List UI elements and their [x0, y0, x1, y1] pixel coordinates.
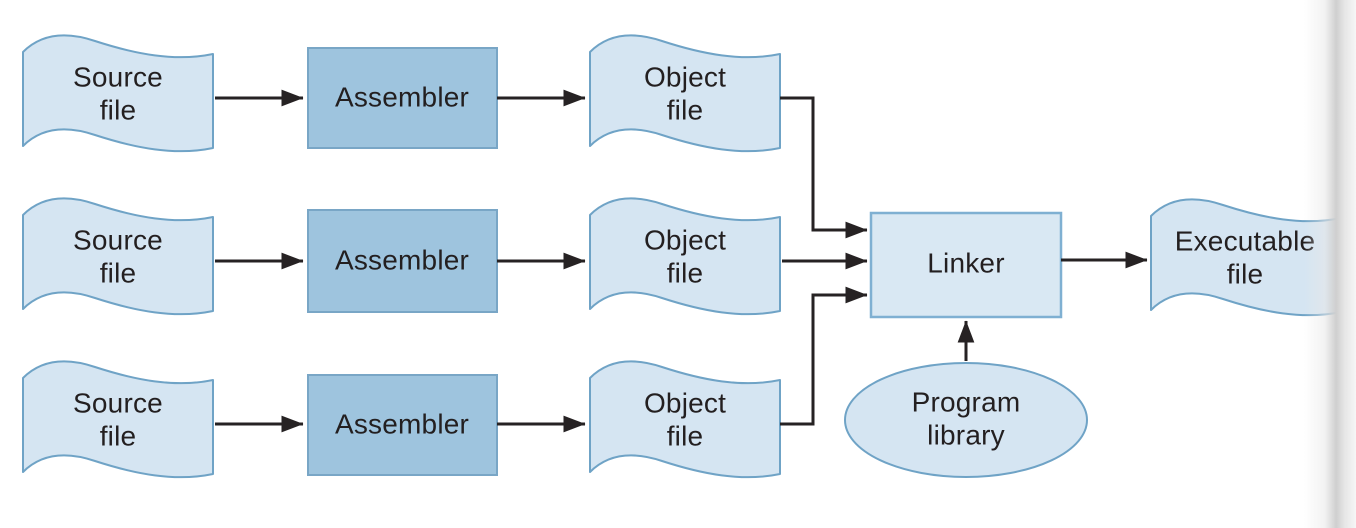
- assembler-2-shape: [307, 209, 498, 313]
- source-file-2-shape: [22, 197, 214, 316]
- source-file-3-label: Source file: [73, 387, 163, 451]
- object-file-2-shape: [589, 197, 781, 316]
- object-file-2-label: Object file: [643, 224, 727, 288]
- linker-shape: [869, 211, 1063, 319]
- arrow-object1-linker: [780, 96, 868, 239]
- assembler-3-shape: [307, 374, 498, 476]
- object-file-3-label: Object file: [643, 387, 727, 451]
- object-file-1-label: Object file: [643, 61, 727, 125]
- assembler-3-label: Assembler: [334, 408, 470, 440]
- source-file-3-shape: [22, 360, 214, 479]
- assembler-1-shape: [307, 47, 498, 149]
- arrow-object3-linker: [780, 286, 868, 426]
- linker-label: Linker: [927, 247, 1005, 279]
- program-library-label: Program library: [911, 386, 1021, 450]
- source-file-1-label: Source file: [73, 61, 163, 125]
- executable-file-label: Executable file: [1174, 225, 1316, 289]
- object-file-1-shape: [589, 34, 781, 153]
- assembler-1-label: Assembler: [334, 81, 470, 113]
- source-file-2-label: Source file: [73, 224, 163, 288]
- object-file-3-shape: [589, 360, 781, 479]
- source-file-1-shape: [22, 34, 214, 153]
- program-library-shape: [844, 362, 1088, 478]
- assembler-2-label: Assembler: [334, 244, 470, 276]
